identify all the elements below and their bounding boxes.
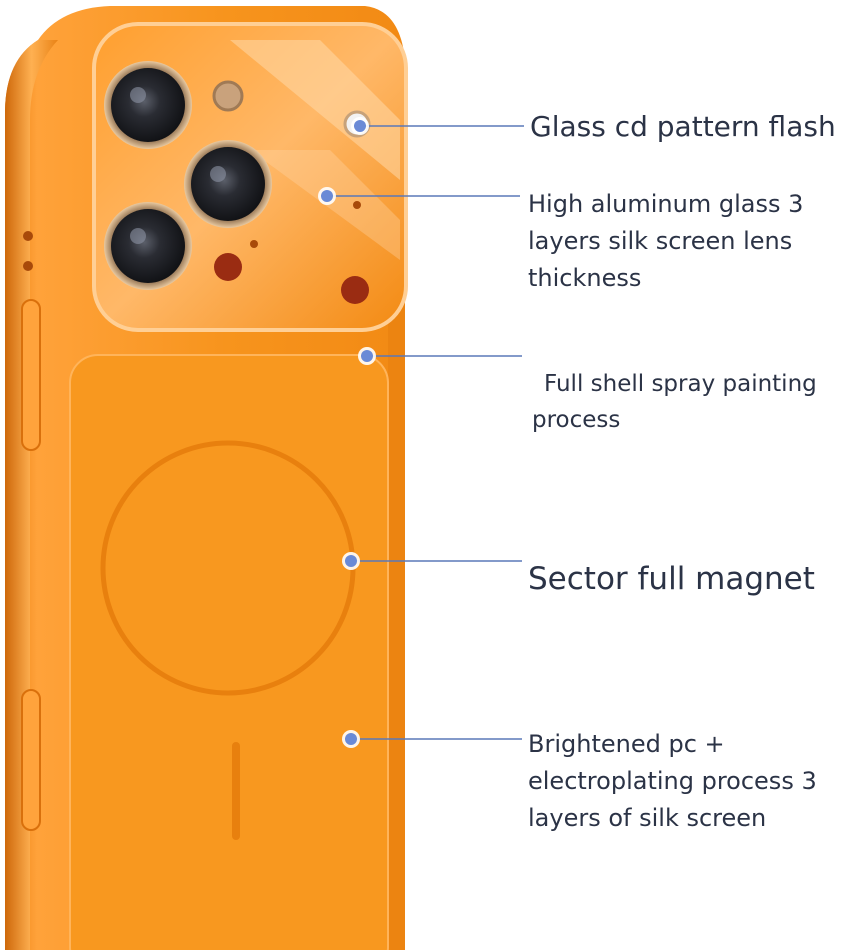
lidar-sensor: [212, 80, 244, 112]
callout-plating-line-3: layers of silk screen: [528, 804, 767, 832]
lens-bottom-left: [104, 202, 192, 290]
side-hole-1: [23, 231, 33, 241]
callout-lens-line-3: thickness: [528, 264, 642, 292]
callout-magnet: Sector full magnet: [528, 560, 815, 598]
cutout-right: [341, 276, 369, 304]
callout-spray-line-1: Full shell spray painting: [544, 371, 817, 397]
glass-reflection-2: [250, 150, 400, 260]
lens-right: [184, 140, 272, 228]
callout-spray-line-2: process: [532, 407, 621, 433]
case-right-edge: [388, 300, 405, 950]
callout-lens-line-1: High aluminum glass 3: [528, 190, 804, 218]
callout-magnet-line-1: Sector full magnet: [528, 561, 815, 597]
mic-hole-2: [250, 240, 258, 248]
callout-flash: Glass cd pattern flash: [530, 110, 836, 144]
lens-top-left: [104, 61, 192, 149]
glass-reflection: [230, 40, 400, 180]
side-button-lower: [21, 689, 41, 831]
callout-pointers: [318, 117, 524, 748]
mic-hole: [353, 201, 361, 209]
callout-spray-painting: Full shell spray painting process: [532, 366, 817, 438]
side-button-upper: [21, 299, 41, 451]
side-hole-2: [23, 261, 33, 271]
pointer-plating-dot: [345, 733, 357, 745]
cutout-left: [214, 253, 242, 281]
callout-lens-line-2: layers silk screen lens: [528, 227, 793, 255]
callout-lens-glass: High aluminum glass 3 layers silk screen…: [528, 186, 803, 297]
pointer-flash-dot: [354, 120, 366, 132]
pointer-spray-dot: [361, 350, 373, 362]
back-plate: [69, 354, 389, 950]
callout-plating-line-1: Brightened pc +: [528, 730, 725, 758]
pointer-lens-dot: [321, 190, 333, 202]
callout-plating-line-2: electroplating process 3: [528, 767, 817, 795]
case-left-edge: [5, 40, 58, 950]
callout-electroplating: Brightened pc + electroplating process 3…: [528, 726, 817, 837]
magnet-alignment-bar: [232, 742, 240, 840]
pointer-magnet-dot: [345, 555, 357, 567]
callout-flash-line-1: Glass cd pattern flash: [530, 110, 836, 143]
